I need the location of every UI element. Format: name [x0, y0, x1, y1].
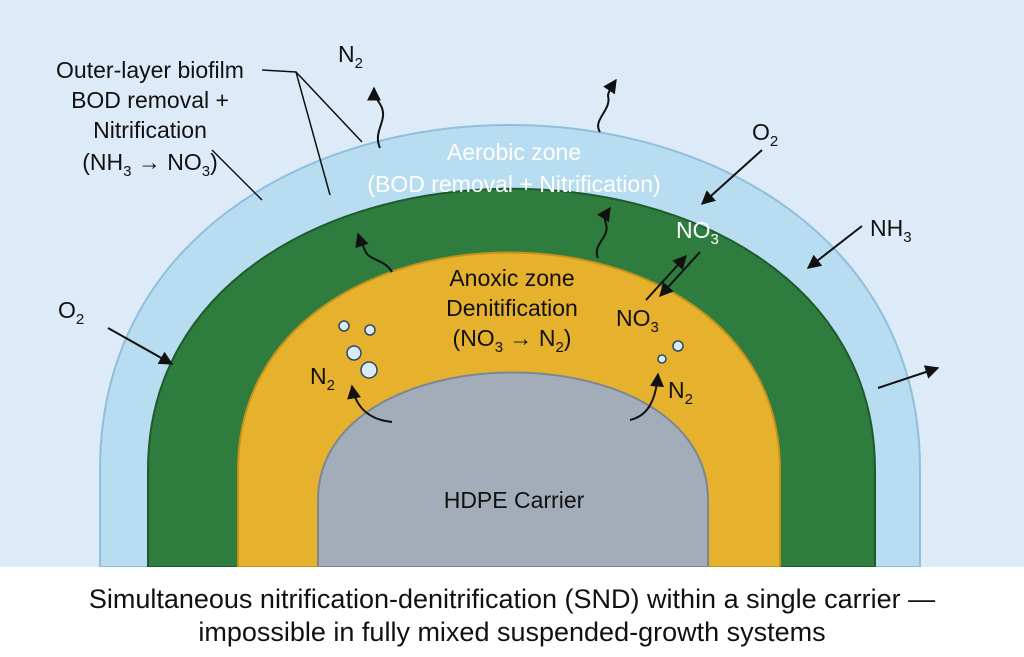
gas-bubble: [657, 354, 667, 364]
anoxic-zone-reaction: (NO3 → N2): [453, 325, 572, 356]
no3-up-arrow: [645, 254, 687, 301]
n2-release-arrow-top-right: [597, 78, 617, 133]
outer-layer-label-line3: Nitrification: [93, 117, 207, 143]
figure-caption: Simultaneous nitrification-denitrificati…: [0, 567, 1024, 657]
n2-rise-arrow-right: [629, 372, 665, 421]
outer-label-leader-3: [211, 149, 263, 201]
aerobic-zone-title: Aerobic zone: [447, 139, 581, 165]
no3-lower-label: NO3: [616, 305, 659, 336]
n2-top-label: N2: [338, 41, 363, 72]
anoxic-zone-process: Denitification: [446, 295, 578, 321]
n2-release-arrow-mid-right: [595, 206, 611, 259]
o2-right-arrow: [700, 149, 763, 205]
gas-bubble: [346, 345, 362, 361]
no3-upper-label: NO3: [676, 217, 719, 248]
snd-biofilm-diagram: Outer-layer biofilm BOD removal + Nitrif…: [0, 0, 1024, 567]
n2-rise-arrow-left: [347, 384, 393, 423]
aerobic-zone-subtitle: (BOD removal + Nitrification): [367, 171, 660, 197]
n2-release-arrow-mid-left: [355, 232, 393, 273]
o2-left-label: O2: [58, 297, 84, 328]
n2-release-arrow-top-left: [367, 86, 385, 149]
no3-down-arrow: [659, 251, 701, 298]
outer-layer-label-line4: (NH3 → NO3): [82, 149, 218, 180]
caption-line-1: Simultaneous nitrification-denitrificati…: [88, 584, 936, 614]
n2-right-label: N2: [668, 377, 693, 408]
gas-bubble: [364, 324, 376, 336]
gas-bubble: [360, 361, 378, 379]
o2-right-label: O2: [752, 119, 778, 150]
caption-line-2: impossible in fully mixed suspended-grow…: [198, 617, 826, 647]
carrier-label: HDPE Carrier: [444, 487, 585, 513]
outer-label-leader-2: [295, 71, 331, 196]
outer-layer-label-line1: Outer-layer biofilm: [56, 57, 244, 83]
nh3-right-arrow: [806, 225, 863, 269]
outflow-right-arrow: [877, 365, 940, 389]
n2-left-label: N2: [310, 363, 335, 394]
hdpe-carrier: [317, 371, 709, 567]
gas-bubble: [338, 320, 350, 332]
gas-bubble: [672, 340, 684, 352]
o2-left-arrow: [107, 327, 174, 365]
anoxic-zone-title: Anoxic zone: [449, 265, 574, 291]
outer-layer-label-line2: BOD removal +: [71, 87, 229, 113]
nh3-right-label: NH3: [870, 215, 912, 246]
